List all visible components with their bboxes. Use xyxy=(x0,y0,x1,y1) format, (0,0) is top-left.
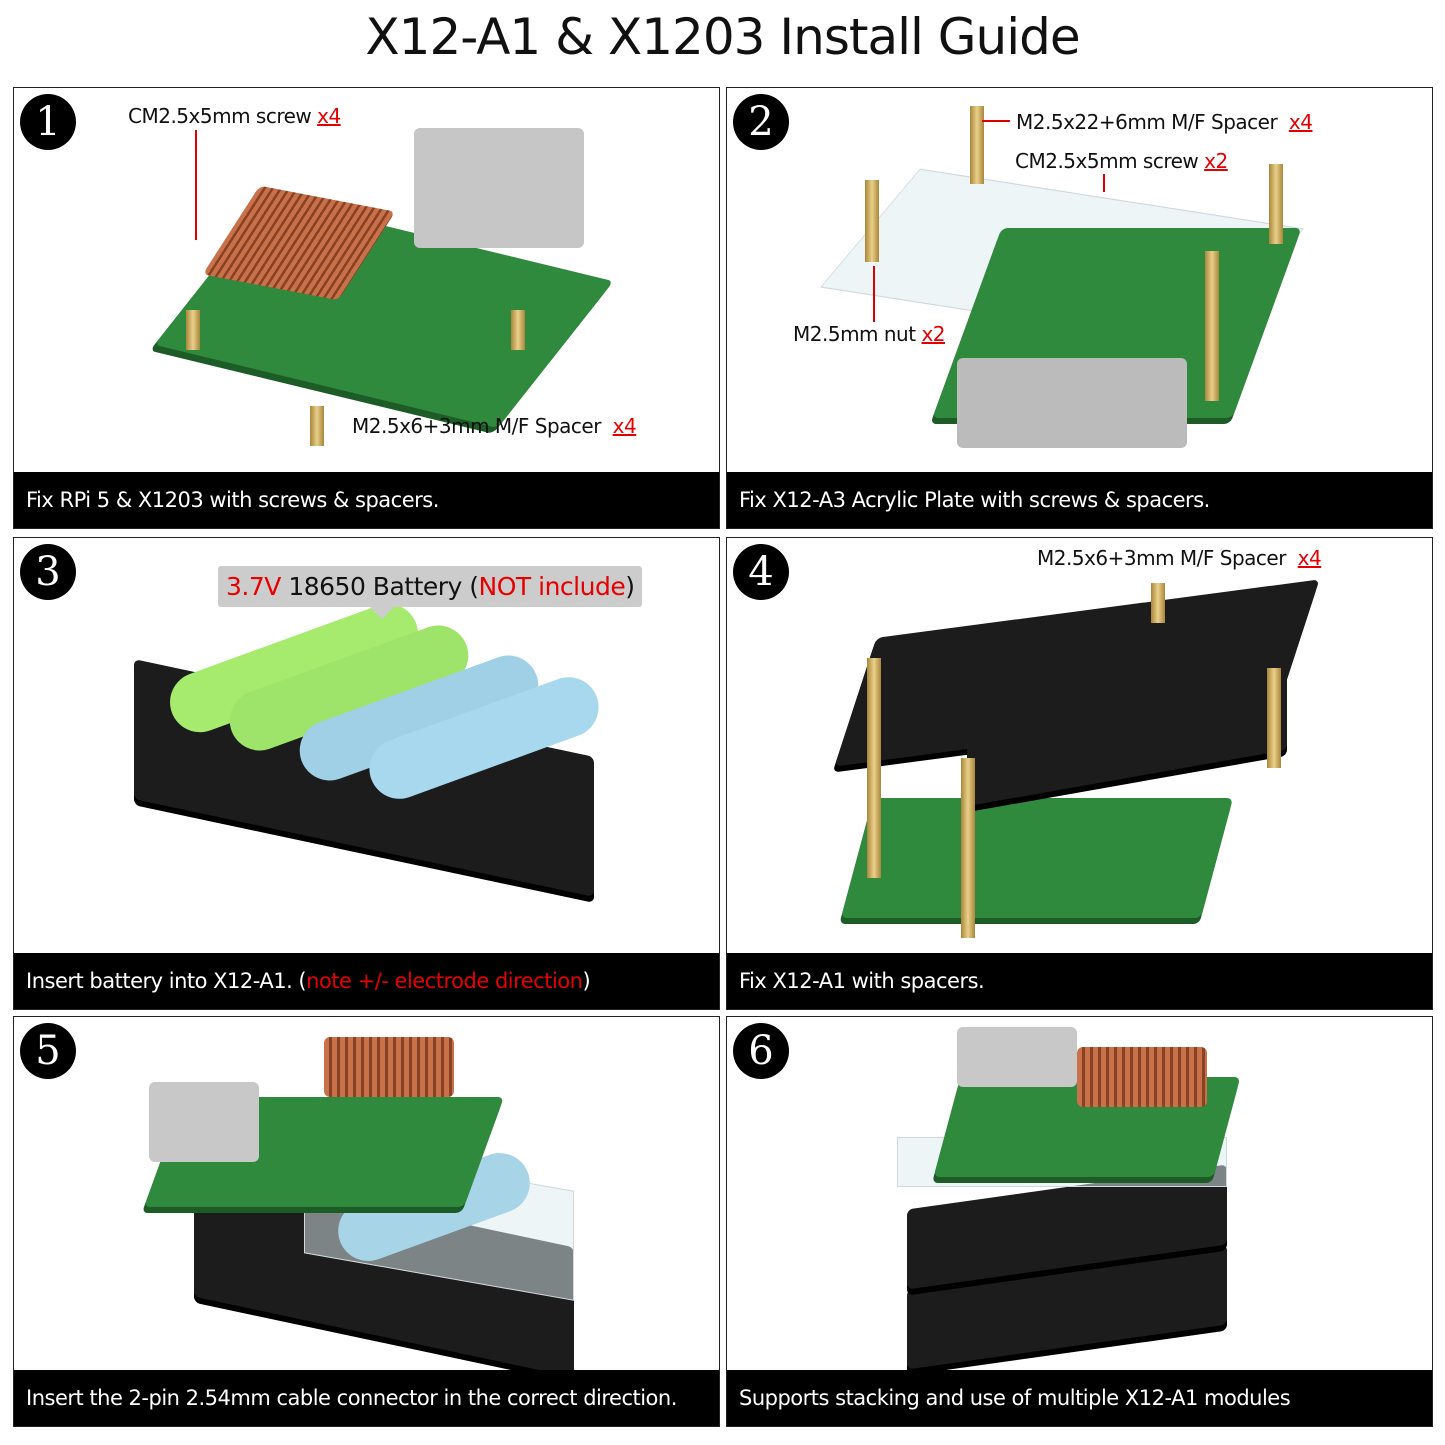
rpi-board-image xyxy=(840,798,1234,918)
step-caption: Fix X12-A1 with spacers. xyxy=(727,953,1432,1009)
usb-ports-image xyxy=(957,358,1187,448)
ethernet-port-image xyxy=(957,1027,1077,1087)
label-long-spacer: M2.5x22+6mm M/F Spacer x4 xyxy=(1016,110,1313,134)
step-number: 5 xyxy=(20,1023,76,1079)
step-3-panel: 3 3.7V 18650 Battery (NOT include) Inser… xyxy=(13,537,720,1010)
heatsink-image xyxy=(1077,1047,1207,1107)
ethernet-port-image xyxy=(414,128,584,248)
step-number: 2 xyxy=(733,94,789,150)
battery-note-bubble: 3.7V 18650 Battery (NOT include) xyxy=(218,566,643,619)
step-4-panel: 4 M2.5x6+3mm M/F Spacer x4 Fix X12-A1 wi… xyxy=(726,537,1433,1010)
step-number: 1 xyxy=(20,94,76,150)
label-nut: M2.5mm nut x2 xyxy=(793,322,945,346)
step-caption: Fix RPi 5 & X1203 with screws & spacers. xyxy=(14,472,719,528)
step-number: 3 xyxy=(20,544,76,600)
step-number: 4 xyxy=(733,544,789,600)
step-5-panel: 5 Insert the 2-pin 2.54mm cable connecto… xyxy=(13,1016,720,1427)
page-title: X12-A1 & X1203 Install Guide xyxy=(365,8,1080,66)
step-caption: Insert battery into X12-A1. (note +/- el… xyxy=(14,953,719,1009)
step-2-panel: 2 M2.5x22+6mm M/F Spacer x4 CM2.5x5mm sc… xyxy=(726,87,1433,529)
step-caption: Supports stacking and use of multiple X1… xyxy=(727,1370,1432,1426)
label-spacer: M2.5x6+3mm M/F Spacer x4 xyxy=(352,414,637,438)
step-caption: Insert the 2-pin 2.54mm cable connector … xyxy=(14,1370,719,1426)
step-number: 6 xyxy=(733,1023,789,1079)
label-screw: CM2.5x5mm screw x4 xyxy=(128,104,341,128)
label-spacer: M2.5x6+3mm M/F Spacer x4 xyxy=(1037,546,1322,570)
heatsink-image xyxy=(324,1037,454,1097)
spacer-image xyxy=(310,406,324,446)
spacer-image xyxy=(186,310,200,350)
label-screw: CM2.5x5mm screw x2 xyxy=(1015,149,1228,173)
usb-ports-image xyxy=(149,1082,259,1162)
step-caption: Fix X12-A3 Acrylic Plate with screws & s… xyxy=(727,472,1432,528)
spacer-image xyxy=(511,310,525,350)
step-1-panel: 1 CM2.5x5mm screw x4 M2.5x6+3mm M/F Spac… xyxy=(13,87,720,529)
step-6-panel: 6 Supports stacking and use of multiple … xyxy=(726,1016,1433,1427)
